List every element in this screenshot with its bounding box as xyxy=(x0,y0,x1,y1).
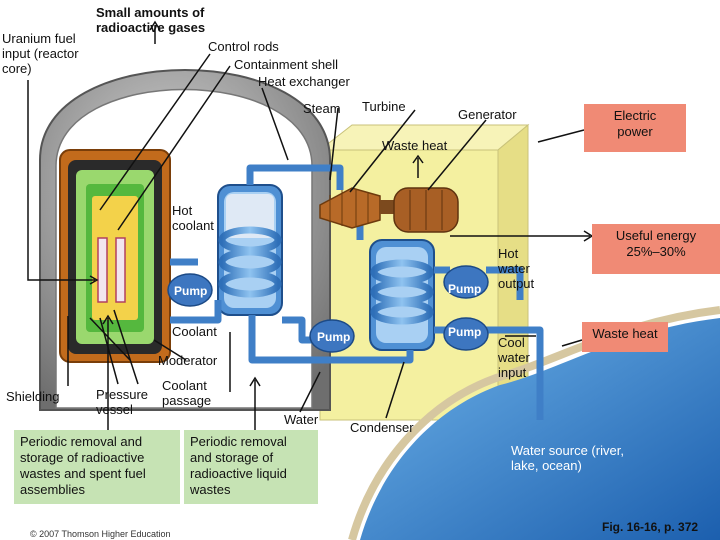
label-pressure-vessel: Pressure vessel xyxy=(96,387,149,417)
useful-energy-box: Useful energy 25%–30% xyxy=(592,224,720,274)
label-control-rods: Control rods xyxy=(208,39,279,54)
solid-waste-removal-box: Periodic removal and storage of radioact… xyxy=(14,430,180,504)
pump-label-hot-water: Pump xyxy=(448,282,482,296)
label-uranium-fuel: Uranium fuel input (reactor core) xyxy=(2,31,79,76)
pump-label-cool-water: Pump xyxy=(448,325,482,339)
heat-exchanger xyxy=(217,184,283,316)
label-coolant-passage: Coolant passage xyxy=(162,378,212,408)
condenser-unit xyxy=(369,239,435,351)
label-water: Water xyxy=(284,412,319,427)
label-waste-heat-top: Waste heat xyxy=(382,138,448,153)
label-water-source: Water source (river, lake, ocean) xyxy=(511,443,624,473)
label-radioactive-gases: Small amounts of radioactive gases xyxy=(96,5,206,35)
pump-label-reactor: Pump xyxy=(174,284,208,298)
waste-heat-box: Waste heat xyxy=(582,322,668,352)
liquid-waste-removal-box: Periodic removal and storage of radioact… xyxy=(184,430,318,504)
pump-label-coolant: Pump xyxy=(317,330,351,344)
control-rods xyxy=(97,237,126,303)
label-heat-exchanger: Heat exchanger xyxy=(258,74,350,89)
water-source xyxy=(360,318,720,540)
label-shielding: Shielding xyxy=(6,389,60,404)
label-cool-water-input: Cool water input xyxy=(498,335,530,380)
label-hot-coolant: Hot coolant xyxy=(172,203,214,233)
pipes xyxy=(170,164,544,420)
label-hot-water-output: Hot water output xyxy=(498,246,535,291)
label-condenser: Condenser xyxy=(350,420,414,435)
generator xyxy=(380,187,459,233)
label-moderator: Moderator xyxy=(158,353,218,368)
copyright-text: © 2007 Thomson Higher Education xyxy=(30,529,171,539)
label-coolant: Coolant xyxy=(172,324,217,339)
pressure-vessel xyxy=(59,149,171,363)
figure-caption: Fig. 16-16, p. 372 xyxy=(602,520,699,534)
label-steam: Steam xyxy=(303,101,341,116)
label-containment-shell: Containment shell xyxy=(234,57,339,72)
leader-lines xyxy=(27,20,594,432)
electric-power-box: Electric power xyxy=(584,104,686,152)
turbine xyxy=(319,187,381,229)
pump-shapes xyxy=(167,265,489,353)
label-turbine: Turbine xyxy=(362,99,406,114)
label-generator: Generator xyxy=(458,107,517,122)
